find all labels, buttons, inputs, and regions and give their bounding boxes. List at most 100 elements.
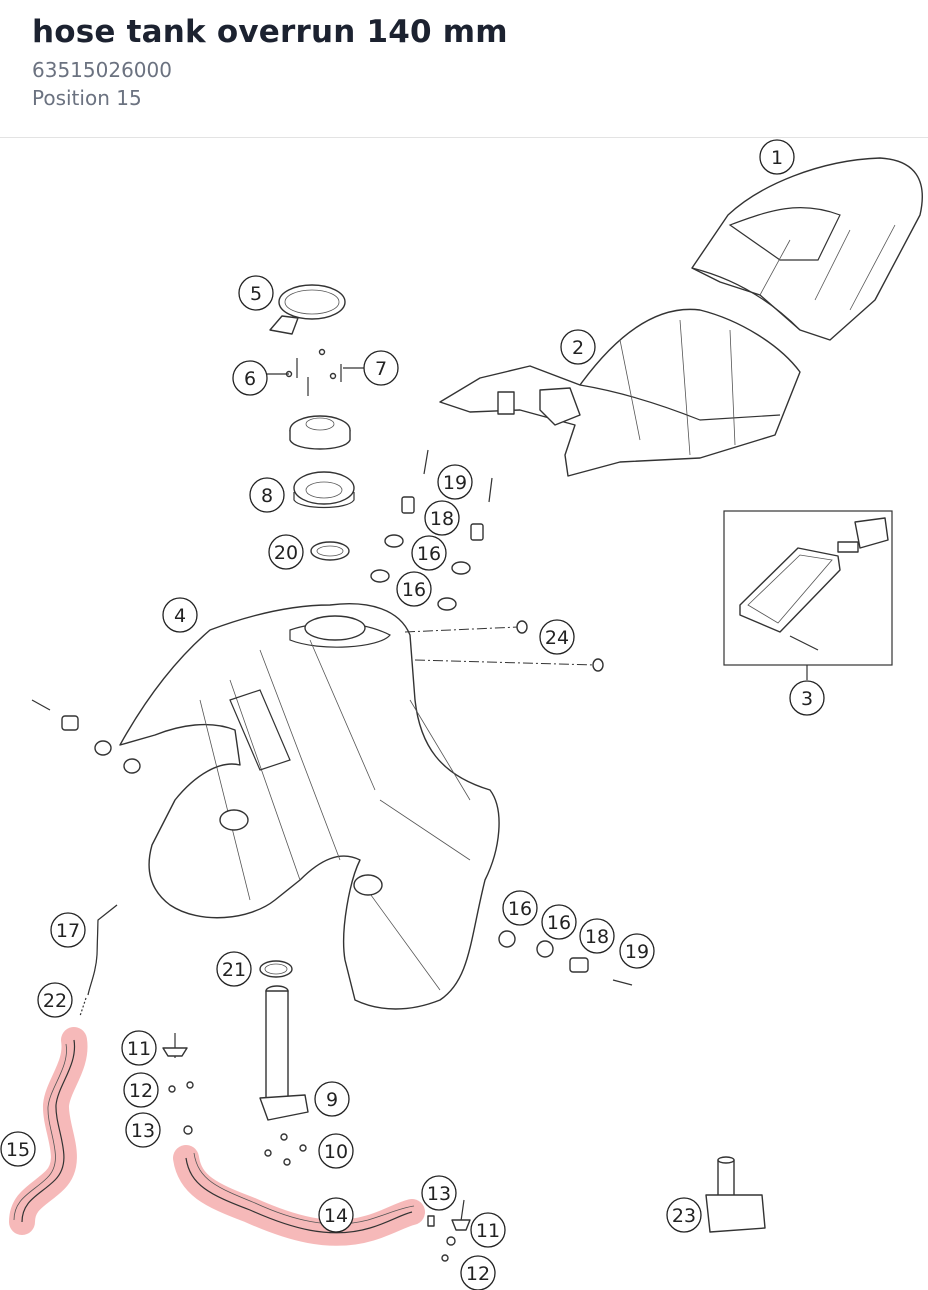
hose-17-part[interactable] xyxy=(87,904,118,996)
callout-c1[interactable]: 1 xyxy=(759,139,795,175)
callout-circle xyxy=(411,535,447,571)
callout-c16d[interactable]: 16 xyxy=(541,904,577,940)
callout-label: 15 xyxy=(6,1139,30,1161)
rubber-grommet-24a[interactable] xyxy=(516,620,528,634)
front-seat-part[interactable] xyxy=(439,308,801,477)
fuel-pump-part[interactable] xyxy=(259,985,309,1121)
callout-label: 1 xyxy=(771,147,783,169)
callout-c4[interactable]: 4 xyxy=(162,597,198,633)
callout-circle xyxy=(759,139,795,175)
callout-c20[interactable]: 20 xyxy=(268,534,304,570)
callout-circle xyxy=(619,933,655,969)
callout-c2[interactable]: 2 xyxy=(560,329,596,365)
callout-c13a[interactable]: 13 xyxy=(125,1112,161,1148)
callout-label: 7 xyxy=(375,358,387,380)
filler-ring-part[interactable] xyxy=(269,284,346,335)
clamp-13a-part[interactable] xyxy=(183,1125,193,1135)
callout-c14[interactable]: 14 xyxy=(318,1197,354,1233)
valve-11-part[interactable] xyxy=(162,1033,471,1246)
callout-c18a[interactable]: 18 xyxy=(424,500,460,536)
clamp-22-part[interactable] xyxy=(79,997,87,1017)
rear-seat-part[interactable] xyxy=(691,157,923,341)
position-label: Position 15 xyxy=(32,86,142,110)
callout-c17[interactable]: 17 xyxy=(50,912,86,948)
callout-c19a[interactable]: 19 xyxy=(437,464,473,500)
mount-parts-left[interactable] xyxy=(31,699,141,774)
callout-c13b[interactable]: 13 xyxy=(421,1175,457,1211)
callout-circle xyxy=(318,1197,354,1233)
callout-c11a[interactable]: 11 xyxy=(121,1030,157,1066)
rubber-grommet-24b[interactable] xyxy=(592,658,604,672)
callout-c7[interactable]: 7 xyxy=(363,350,399,386)
exploded-parts-diagram[interactable]: 1234567891011111212131314151616161617181… xyxy=(0,139,928,1290)
filter-23-part[interactable] xyxy=(705,1156,766,1233)
callout-circle xyxy=(541,904,577,940)
callout-c6[interactable]: 6 xyxy=(232,360,268,396)
hose-15-part[interactable] xyxy=(21,1039,76,1223)
screws-10-12[interactable] xyxy=(168,1081,449,1262)
callout-c11b[interactable]: 11 xyxy=(470,1212,506,1248)
callout-label: 23 xyxy=(672,1205,696,1227)
mount-parts-upper[interactable] xyxy=(370,449,493,611)
callout-label: 22 xyxy=(43,990,67,1012)
callout-label: 3 xyxy=(801,688,813,710)
callout-circle xyxy=(125,1112,161,1148)
callout-c16c[interactable]: 16 xyxy=(502,890,538,926)
callout-label: 17 xyxy=(56,920,80,942)
callout-circle xyxy=(421,1175,457,1211)
clamp-13b-part[interactable] xyxy=(427,1215,435,1227)
callout-c23[interactable]: 23 xyxy=(666,1197,702,1233)
callout-circle xyxy=(232,360,268,396)
callout-circle xyxy=(470,1212,506,1248)
mount-parts-right[interactable] xyxy=(498,930,633,986)
callout-circle xyxy=(579,918,615,954)
callout-circle xyxy=(249,477,285,513)
callout-c21[interactable]: 21 xyxy=(216,951,252,987)
callout-circle xyxy=(789,680,825,716)
callout-c8[interactable]: 8 xyxy=(249,477,285,513)
callout-label: 18 xyxy=(430,508,454,530)
seal-ring-20-part[interactable] xyxy=(310,541,350,561)
callout-label: 10 xyxy=(324,1141,348,1163)
callout-circle xyxy=(238,275,274,311)
callout-label: 13 xyxy=(131,1120,155,1142)
callout-label: 4 xyxy=(174,605,186,627)
callout-circle xyxy=(560,329,596,365)
callout-c16a[interactable]: 16 xyxy=(411,535,447,571)
callout-c24[interactable]: 24 xyxy=(539,619,575,655)
callout-label: 14 xyxy=(324,1205,348,1227)
callout-c12a[interactable]: 12 xyxy=(123,1072,159,1108)
screws-6-7[interactable] xyxy=(265,348,365,397)
fuel-tank-part[interactable] xyxy=(119,603,500,1010)
callout-c10[interactable]: 10 xyxy=(318,1133,354,1169)
callout-c15[interactable]: 15 xyxy=(0,1131,36,1167)
hose-14-part[interactable] xyxy=(185,1157,413,1234)
callout-c18b[interactable]: 18 xyxy=(579,918,615,954)
callout-label: 16 xyxy=(402,579,426,601)
callout-c5[interactable]: 5 xyxy=(238,275,274,311)
tool-kit-part[interactable] xyxy=(723,510,893,680)
filler-cap-part[interactable] xyxy=(289,415,351,450)
callout-circle xyxy=(314,1081,350,1117)
callout-label: 20 xyxy=(274,542,298,564)
callout-c16b[interactable]: 16 xyxy=(396,571,432,607)
callout-circle xyxy=(50,912,86,948)
callout-circle xyxy=(37,982,73,1018)
seal-ring-21-part[interactable] xyxy=(259,960,293,978)
callout-circle xyxy=(437,464,473,500)
page-title: hose tank overrun 140 mm xyxy=(32,14,508,50)
callout-c12b[interactable]: 12 xyxy=(460,1255,496,1290)
callout-circle xyxy=(123,1072,159,1108)
callout-c22[interactable]: 22 xyxy=(37,982,73,1018)
callout-c9[interactable]: 9 xyxy=(314,1081,350,1117)
cap-flange-part[interactable] xyxy=(293,471,355,509)
callout-label: 8 xyxy=(261,485,273,507)
highlight-hose-15 xyxy=(9,1027,88,1235)
callout-circle xyxy=(460,1255,496,1290)
callout-label: 16 xyxy=(547,912,571,934)
callout-label: 5 xyxy=(250,283,262,305)
callout-c19b[interactable]: 19 xyxy=(619,933,655,969)
callout-label: 11 xyxy=(127,1038,151,1060)
callout-c3[interactable]: 3 xyxy=(789,680,825,716)
callout-circle xyxy=(162,597,198,633)
